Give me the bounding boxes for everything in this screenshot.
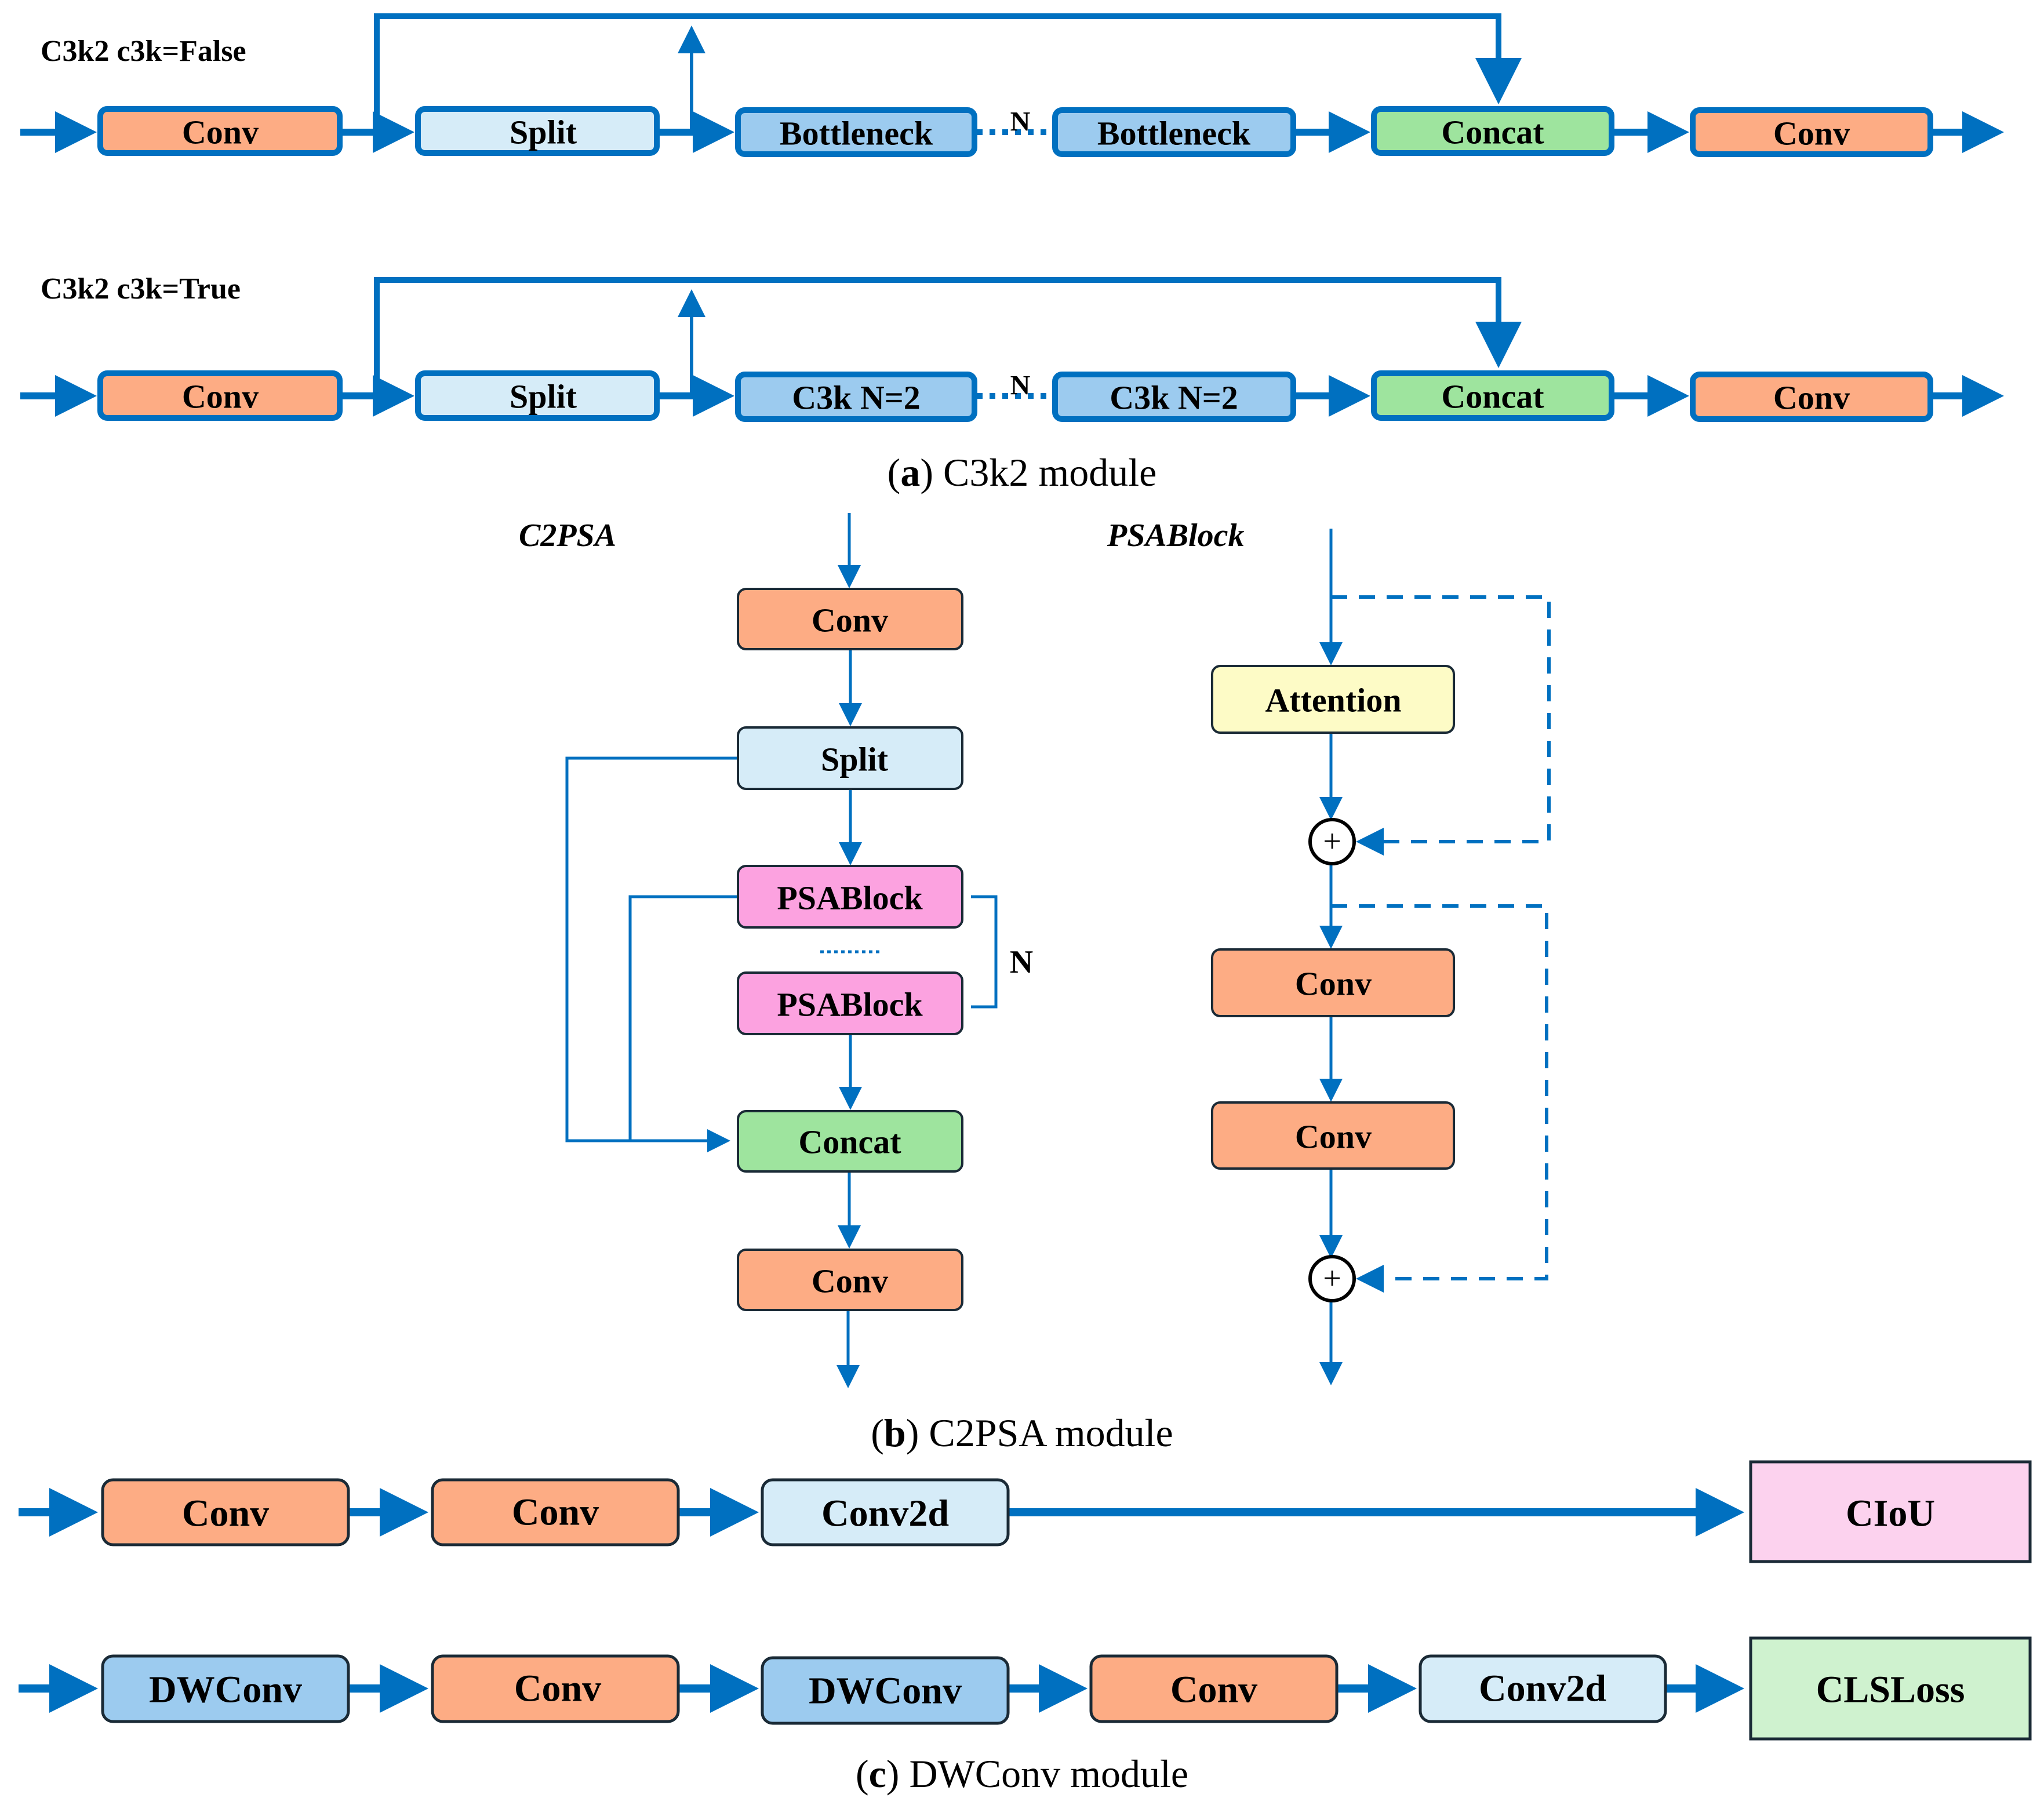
block-label: C3k N=2 [792,379,921,417]
conv-block[interactable]: Conv [1089,1654,1339,1723]
add-node: + [1308,818,1356,865]
plus-icon: + [1323,824,1341,860]
block-label: Attention [1265,682,1401,719]
classification-branch-row: DWConv Conv DWConv Conv Conv2d CLSLoss [19,1636,2032,1741]
psablock-title: PSABlock [1107,518,1244,554]
block-label: CIoU [1846,1493,1935,1535]
add-node: + [1308,1255,1356,1302]
block-label: Conv [1170,1669,1257,1711]
repeat-label: N [1010,107,1031,137]
conv-block[interactable]: Conv [97,370,343,421]
block-label: Split [821,741,889,778]
c2psa-title: C2PSA [519,518,616,554]
split-block[interactable]: Split [415,370,660,421]
block-label: Conv [1773,379,1850,417]
psablock-diagram: PSABlock Attention + Conv [1107,518,1551,1385]
psablock-skip-connection [628,895,738,1141]
clsloss-output[interactable]: CLSLoss [1749,1636,2032,1741]
conv-block[interactable]: Conv [1211,948,1455,1017]
conv2d-block[interactable]: Conv2d [1419,1654,1667,1723]
skip-connection [374,13,1522,132]
bottleneck-block[interactable]: Bottleneck [1052,107,1296,157]
block-label: Conv2d [821,1493,949,1535]
caption-b: (b) C2PSA module [871,1411,1173,1455]
block-label: Concat [1441,378,1544,416]
block-label: Conv2d [1479,1668,1606,1710]
conv-block[interactable]: Conv [1690,107,1933,157]
residual-connection [1331,595,1551,856]
row-title: C3k2 c3k=False [41,35,246,68]
section-c-dwconv: Conv Conv Conv2d CIoU [19,1460,2032,1796]
caption-c: (c) DWConv module [856,1752,1188,1796]
residual-connection [1331,904,1548,1293]
conv-block[interactable]: Conv [737,588,963,650]
block-label: PSABlock [777,986,923,1024]
block-label: PSABlock [777,879,923,917]
section-a-c3k2: C3k2 c3k=False N Conv Split Bo [20,13,2004,494]
attention-block[interactable]: Attention [1211,665,1455,734]
dwconv-block[interactable]: DWConv [761,1656,1010,1725]
conv2d-block[interactable]: Conv2d [761,1478,1010,1546]
c2psa-diagram: C2PSA N Conv Split [519,513,1033,1388]
dwconv-block[interactable]: DWConv [101,1654,350,1723]
block-label: Conv [182,378,259,416]
split-block[interactable]: Split [737,726,963,790]
block-label: DWConv [149,1669,302,1711]
block-label: Conv [1295,965,1372,1003]
psablock-block[interactable]: PSABlock [737,971,963,1035]
conv-block[interactable]: Conv [1211,1101,1455,1170]
conv-block[interactable]: Conv [737,1249,963,1311]
conv-block[interactable]: Conv [1690,372,1933,422]
conv-block[interactable]: Conv [431,1478,680,1546]
c3k-block[interactable]: C3k N=2 [1052,372,1296,422]
c3k2-false-row: C3k2 c3k=False N Conv Split Bo [20,13,2004,157]
block-label: Bottleneck [780,115,933,152]
concat-block[interactable]: Concat [1371,106,1614,156]
block-label: Conv [1295,1118,1372,1156]
block-label: Conv [514,1668,601,1710]
block-label: C3k N=2 [1110,379,1238,417]
split-skip-connection [565,756,738,1152]
conv-block[interactable]: Conv [431,1654,680,1723]
ciou-output[interactable]: CIoU [1749,1460,2032,1563]
block-label: Conv [512,1491,599,1534]
row-title: C3k2 c3k=True [41,272,241,305]
concat-block[interactable]: Concat [1371,370,1614,421]
block-label: Concat [798,1123,901,1161]
skip-connection [374,277,1522,396]
repeat-label: N [1010,944,1033,980]
psablock-block[interactable]: PSABlock [737,865,963,929]
concat-block[interactable]: Concat [737,1110,963,1173]
section-b-c2psa: C2PSA N Conv Split [519,513,1551,1455]
block-label: Conv [182,1493,269,1535]
caption-a: (a) C3k2 module [888,450,1157,494]
repeat-bracket [971,895,998,1009]
block-label: DWConv [809,1670,962,1712]
block-label: Conv [812,1262,888,1300]
block-label: Concat [1441,114,1544,151]
conv-block[interactable]: Conv [101,1478,350,1546]
bottleneck-block[interactable]: Bottleneck [735,107,977,157]
block-label: Split [510,378,577,416]
regression-branch-row: Conv Conv Conv2d CIoU [19,1460,2032,1563]
c3k-block[interactable]: C3k N=2 [735,372,977,422]
block-label: Bottleneck [1097,115,1251,152]
split-block[interactable]: Split [415,106,660,156]
block-label: Conv [182,114,259,151]
block-label: Conv [812,602,888,639]
block-label: Split [510,114,577,151]
block-label: CLSLoss [1816,1669,1965,1711]
plus-icon: + [1323,1261,1341,1297]
repeat-label: N [1010,370,1031,401]
conv-block[interactable]: Conv [97,106,343,156]
c3k2-true-row: C3k2 c3k=True N Conv Split C3k N=2 [20,272,2004,422]
block-label: Conv [1773,115,1850,152]
